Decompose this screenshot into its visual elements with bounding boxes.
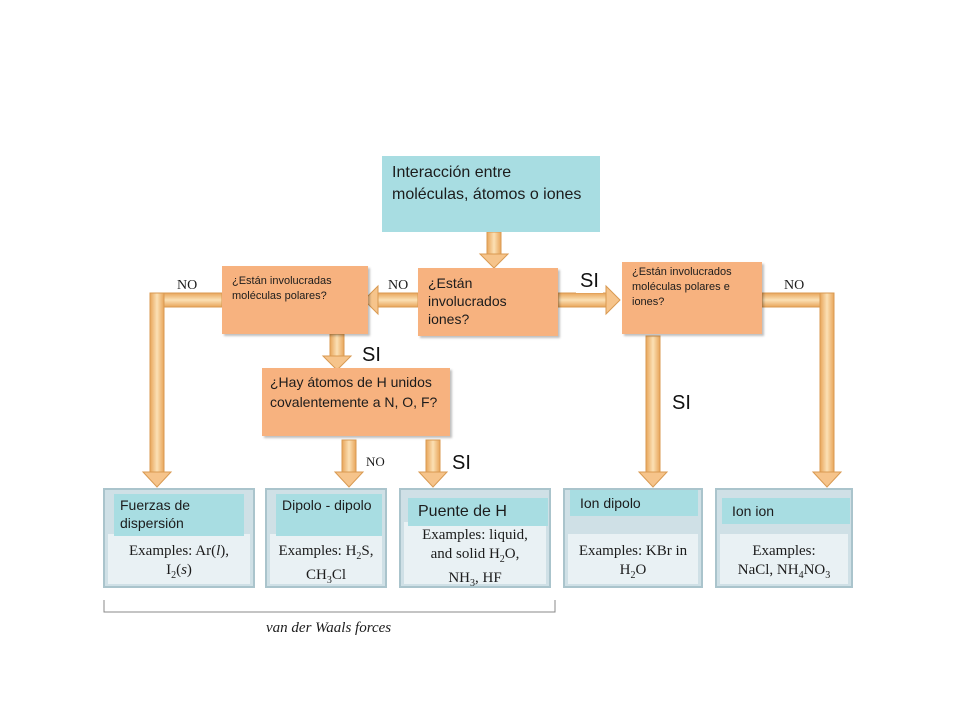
result-label-dispersion: Fuerzas de dispersión (114, 494, 244, 536)
edge-no-left-inner: NO (388, 278, 409, 293)
examples-ion-ion-text: Examples:NaCl, NH4NO3 (737, 543, 831, 581)
result-label-ion-dipole: Ion dipolo (570, 490, 698, 516)
polar-question: ¿Están involucradas moléculas polares? (222, 266, 368, 334)
edge-si-hbond: SI (448, 452, 475, 475)
ion-ion-label: Ion ion (732, 503, 775, 519)
examples-dipole: Examples: H2S,CH3Cl (268, 542, 384, 590)
result-label-dipole: Dipolo - dipolo (276, 494, 382, 536)
polar-ions-question-text: ¿Están involucrados moléculas polares e … (632, 266, 732, 308)
result-label-hbond: Puente de H (408, 498, 548, 526)
hbond-question: ¿Hay átomos de H unidos covalentemente a… (262, 368, 450, 436)
hbond-question-text: ¿Hay átomos de H unidos covalentemente a… (270, 374, 438, 410)
examples-hbond: Examples: liquid,and solid H2O,NH3, HF (402, 526, 548, 593)
edge-si-ion-dipole: SI (668, 392, 695, 415)
polar-question-text: ¿Están involucradas moléculas polares? (232, 275, 332, 302)
examples-dipole-text: Examples: H2S,CH3Cl (278, 543, 374, 586)
ions-question: ¿Están involucrados iones? (418, 268, 558, 336)
van-der-waals-label: van der Waals forces (266, 620, 392, 636)
examples-dispersion-text: Examples: Ar(l),I2(s) (129, 543, 229, 581)
dipole-label: Dipolo - dipolo (282, 497, 372, 513)
arrows (141, 231, 843, 488)
edge-si-polar: SI (358, 344, 385, 367)
root-node: Interacción entre moléculas, átomos o io… (382, 156, 600, 232)
polar-ions-question: ¿Están involucrados moléculas polares e … (622, 262, 762, 334)
examples-hbond-text: Examples: liquid,and solid H2O,NH3, HF (422, 527, 528, 589)
edge-no-hbond: NO (366, 454, 385, 469)
edge-si-right: SI (576, 270, 603, 293)
van-der-waals-bracket (103, 600, 556, 613)
dispersion-label: Fuerzas de dispersión (120, 497, 191, 531)
edge-no-right: NO (784, 278, 805, 293)
result-label-ion-ion: Ion ion (722, 498, 850, 524)
examples-ion-ion: Examples:NaCl, NH4NO3 (718, 542, 850, 585)
ion-dipole-label: Ion dipolo (580, 495, 641, 511)
examples-dispersion: Examples: Ar(l),I2(s) (106, 542, 252, 585)
root-text: Interacción entre moléculas, átomos o io… (392, 164, 582, 203)
ions-question-text: ¿Están involucrados iones? (428, 275, 507, 327)
edge-no-left-outer: NO (177, 278, 198, 293)
hbond-label: Puente de H (418, 503, 507, 520)
